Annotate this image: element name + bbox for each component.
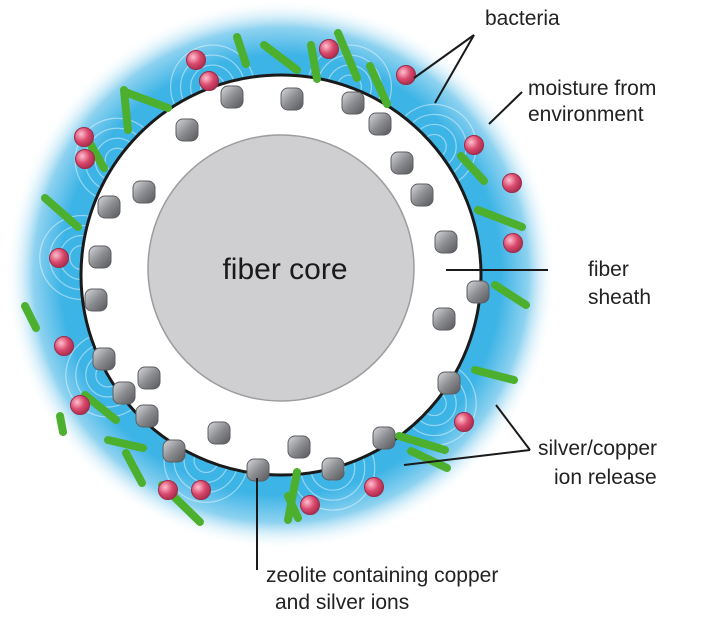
moisture-label-line2: environment <box>528 103 644 126</box>
zeolite-particle <box>434 230 458 254</box>
bacteria-sphere <box>49 248 69 268</box>
fiber-core <box>147 134 415 402</box>
bacteria-rod <box>233 33 250 68</box>
zeolite-particle <box>84 288 108 312</box>
zeolite-particle <box>132 180 156 204</box>
bacteria-sphere <box>74 127 94 147</box>
zeolite-particle <box>341 91 365 115</box>
zeolite-particle <box>92 347 116 371</box>
bacteria-rod <box>334 29 361 82</box>
bacteria-sphere <box>186 50 206 70</box>
bacteria-rods <box>21 29 530 526</box>
bacteria-rod <box>21 302 40 332</box>
bacteria-rod <box>491 281 530 309</box>
bacteria-rod <box>474 206 526 231</box>
bacteria-rod <box>260 41 301 74</box>
sheath-label-line2: sheath <box>588 286 651 309</box>
bacteria-rod <box>471 366 518 384</box>
zeolite-particle <box>280 87 304 111</box>
bacteria-rod <box>307 41 321 83</box>
zeolite-particle <box>246 458 270 482</box>
bacteria-rod <box>120 86 132 134</box>
moisture-leader <box>488 91 523 125</box>
bacteria-sphere <box>70 395 90 415</box>
zeolite-particle <box>207 421 231 445</box>
bacteria-rod <box>366 62 391 108</box>
bacteria-sphere <box>191 480 211 500</box>
zeolite-particle <box>372 426 396 450</box>
bacteria-rod <box>121 88 172 112</box>
leader-lines <box>256 34 548 570</box>
sheath-label-line1: fiber <box>588 258 629 281</box>
bacteria-sphere <box>300 495 320 515</box>
bacteria-sphere <box>75 149 95 169</box>
zeolite-particles <box>84 85 490 482</box>
zeolite-label-line1: zeolite containing copper <box>266 564 498 587</box>
zeolite-particle <box>368 112 392 136</box>
moisture-label-line1: moisture from <box>528 77 656 100</box>
ion-leader-2 <box>403 449 531 466</box>
bacteria-sphere <box>319 39 339 59</box>
bacteria-leader-1 <box>413 34 475 79</box>
bacteria-rod <box>41 194 82 231</box>
bacteria-rod <box>104 436 147 452</box>
fiber-core-label: fiber core <box>222 253 347 286</box>
bacteria-sphere <box>454 412 474 432</box>
bacteria-rod <box>81 391 120 424</box>
bacteria-sphere <box>158 480 178 500</box>
zeolite-particle <box>466 280 490 304</box>
zeolite-particle <box>112 381 136 405</box>
zeolite-label-line2: and silver ions <box>275 591 409 614</box>
bacteria-sphere <box>464 135 484 155</box>
bacteria-rod <box>407 447 451 472</box>
zeolite-particle <box>88 245 112 269</box>
bacteria-rod <box>122 449 146 487</box>
bacteria-sphere <box>54 336 74 356</box>
ion-label-line1: silver/copper <box>538 437 657 460</box>
zeolite-particle <box>437 371 461 395</box>
bacteria-sphere <box>503 233 523 253</box>
zeolite-particle <box>390 151 414 175</box>
zeolite-particle <box>321 457 345 481</box>
bacteria-spheres <box>49 39 523 515</box>
bacteria-rod <box>56 412 67 436</box>
zeolite-particle <box>432 307 456 331</box>
bacteria-sphere <box>364 477 384 497</box>
bacteria-leader-2 <box>434 34 475 104</box>
bacteria-rod <box>284 468 301 524</box>
bacteria-rod <box>457 152 488 185</box>
zeolite-particle <box>220 85 244 109</box>
zeolite-particle <box>162 439 186 463</box>
bacteria-sphere <box>396 65 416 85</box>
ion-label-line2: ion release <box>554 466 657 489</box>
zeolite-particle <box>175 118 199 142</box>
bacteria-label: bacteria <box>485 7 560 30</box>
zeolite-particle <box>97 195 121 219</box>
ion-leader-1 <box>495 404 531 451</box>
bacteria-sphere <box>502 173 522 193</box>
zeolite-particle <box>135 404 159 428</box>
bacteria-rod <box>395 432 449 454</box>
bacteria-sphere <box>199 71 219 91</box>
zeolite-particle <box>137 366 161 390</box>
zeolite-particle <box>410 183 434 207</box>
zeolite-particle <box>287 435 311 459</box>
